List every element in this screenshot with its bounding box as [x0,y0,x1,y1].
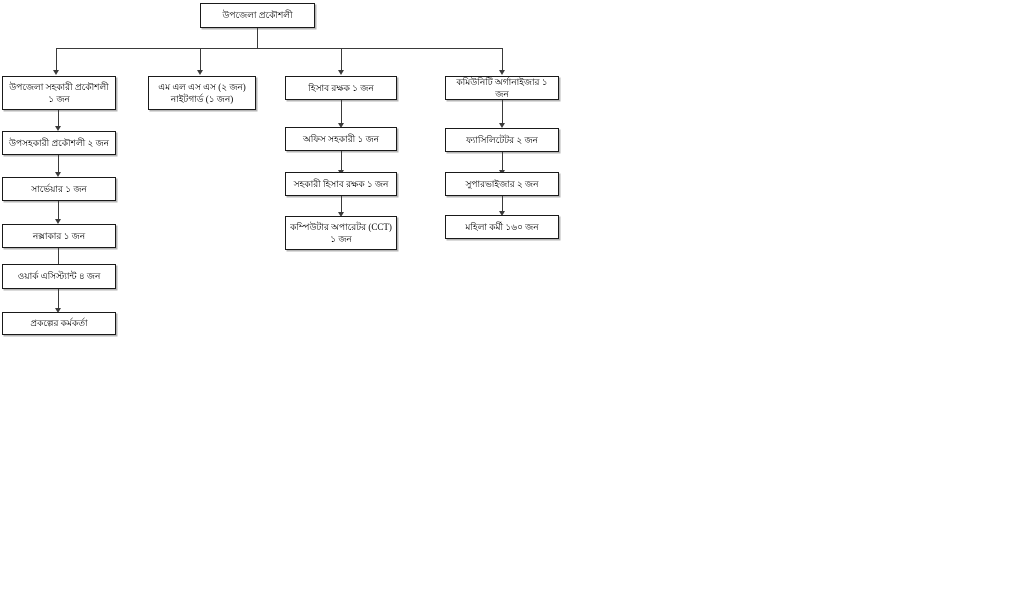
node-column-1-item-2: নক্সাকার ১ জন [2,224,116,248]
arrowhead-bus-4 [499,70,505,75]
node-column-4-head: কমিউনিটি অর্গানাইজার ১ জন [445,76,559,100]
node-column-1-item-4: প্রকল্পের কর্মকর্তা [2,312,116,335]
node-column-4-item-1: সুপারভাইজার ২ জন [445,172,559,196]
node-column-3-item-1-label: সহকারী হিসাব রক্ষক ১ জন [293,178,389,189]
node-column-3-item-0: অফিস সহকারী ১ জন [285,127,397,151]
node-column-1-item-4-label: প্রকল্পের কর্মকর্তা [30,318,88,329]
connector-c3-1 [341,100,342,123]
node-column-1-item-0-label: উপসহকারী প্রকৌশলী ২ জন [8,137,110,148]
node-column-2-head-label: এম এল এস এস (২ জন) নাইটগার্ড (১ জন) [158,81,246,104]
arrowhead-c4-3 [499,211,505,216]
arrowhead-c1-2 [55,172,61,177]
connector-c1-5 [58,289,59,308]
node-column-3-item-2: কম্পিউটার অপারেটর (CCT) ১ জন [285,216,397,250]
connector-root-stem [257,28,258,49]
node-column-4-item-2: মহিলা কর্মী ১৬০ জন [445,215,559,239]
connector-c4-2 [502,152,503,170]
node-column-3-head: হিসাব রক্ষক ১ জন [285,76,397,100]
node-column-1-item-3-label: ওয়ার্ক এসিস্ট্যান্ট ৪ জন [17,271,101,282]
node-column-1-item-3: ওয়ার্ক এসিস্ট্যান্ট ৪ জন [2,264,116,289]
node-root: উপজেলা প্রকৌশলী [200,3,315,28]
connector-c1-1 [58,110,59,126]
connector-bus-drop-1 [56,48,57,70]
connector-c1-4 [58,248,59,264]
node-column-4-item-2-label: মহিলা কর্মী ১৬০ জন [465,221,539,232]
node-root-label: উপজেলা প্রকৌশলী [222,10,293,21]
node-column-4-item-0: ফ্যাসিলিটেটর ২ জন [445,128,559,152]
arrowhead-c3-1 [338,123,344,128]
node-column-1-head: উপজেলা সহকারী প্রকৌশলী ১ জন [2,76,116,110]
node-column-1-item-0: উপসহকারী প্রকৌশলী ২ জন [2,131,116,155]
connector-c3-2 [341,151,342,170]
arrowhead-c4-1 [499,123,505,128]
node-column-4-item-0-label: ফ্যাসিলিটেটর ২ জন [466,134,538,145]
arrowhead-c1-3 [55,219,61,224]
connector-bus-drop-2 [200,48,201,70]
arrowhead-c3-3 [338,212,344,217]
node-column-3-item-2-label: কম্পিউটার অপারেটর (CCT) ১ জন [290,221,392,244]
arrowhead-bus-3 [338,70,344,75]
connector-c3-3 [341,196,342,212]
node-column-1-head-label: উপজেলা সহকারী প্রকৌশলী ১ জন [9,81,109,104]
node-column-1-item-1: সার্ভেয়ার ১ জন [2,177,116,201]
connector-bus-drop-3 [341,48,342,70]
connector-c4-1 [502,100,503,123]
node-column-3-item-1: সহকারী হিসাব রক্ষক ১ জন [285,172,397,196]
node-column-3-item-0-label: অফিস সহকারী ১ জন [302,133,379,144]
connector-bus-drop-4 [502,48,503,70]
connector-c4-3 [502,196,503,211]
node-column-3-head-label: হিসাব রক্ষক ১ জন [308,82,374,93]
node-column-4-head-label: কমিউনিটি অর্গানাইজার ১ জন [456,76,548,99]
arrowhead-bus-2 [197,70,203,75]
arrowhead-c1-1 [55,126,61,131]
connector-c1-3 [58,201,59,219]
arrowhead-bus-1 [53,70,59,75]
arrowhead-c1-5 [55,308,61,313]
connector-bus [56,48,502,49]
node-column-1-item-2-label: নক্সাকার ১ জন [32,230,86,241]
connector-c1-2 [58,155,59,172]
node-column-4-item-1-label: সুপারভাইজার ২ জন [465,178,539,189]
node-column-1-item-1-label: সার্ভেয়ার ১ জন [31,183,87,194]
node-column-2-head: এম এল এস এস (২ জন) নাইটগার্ড (১ জন) [148,76,256,110]
